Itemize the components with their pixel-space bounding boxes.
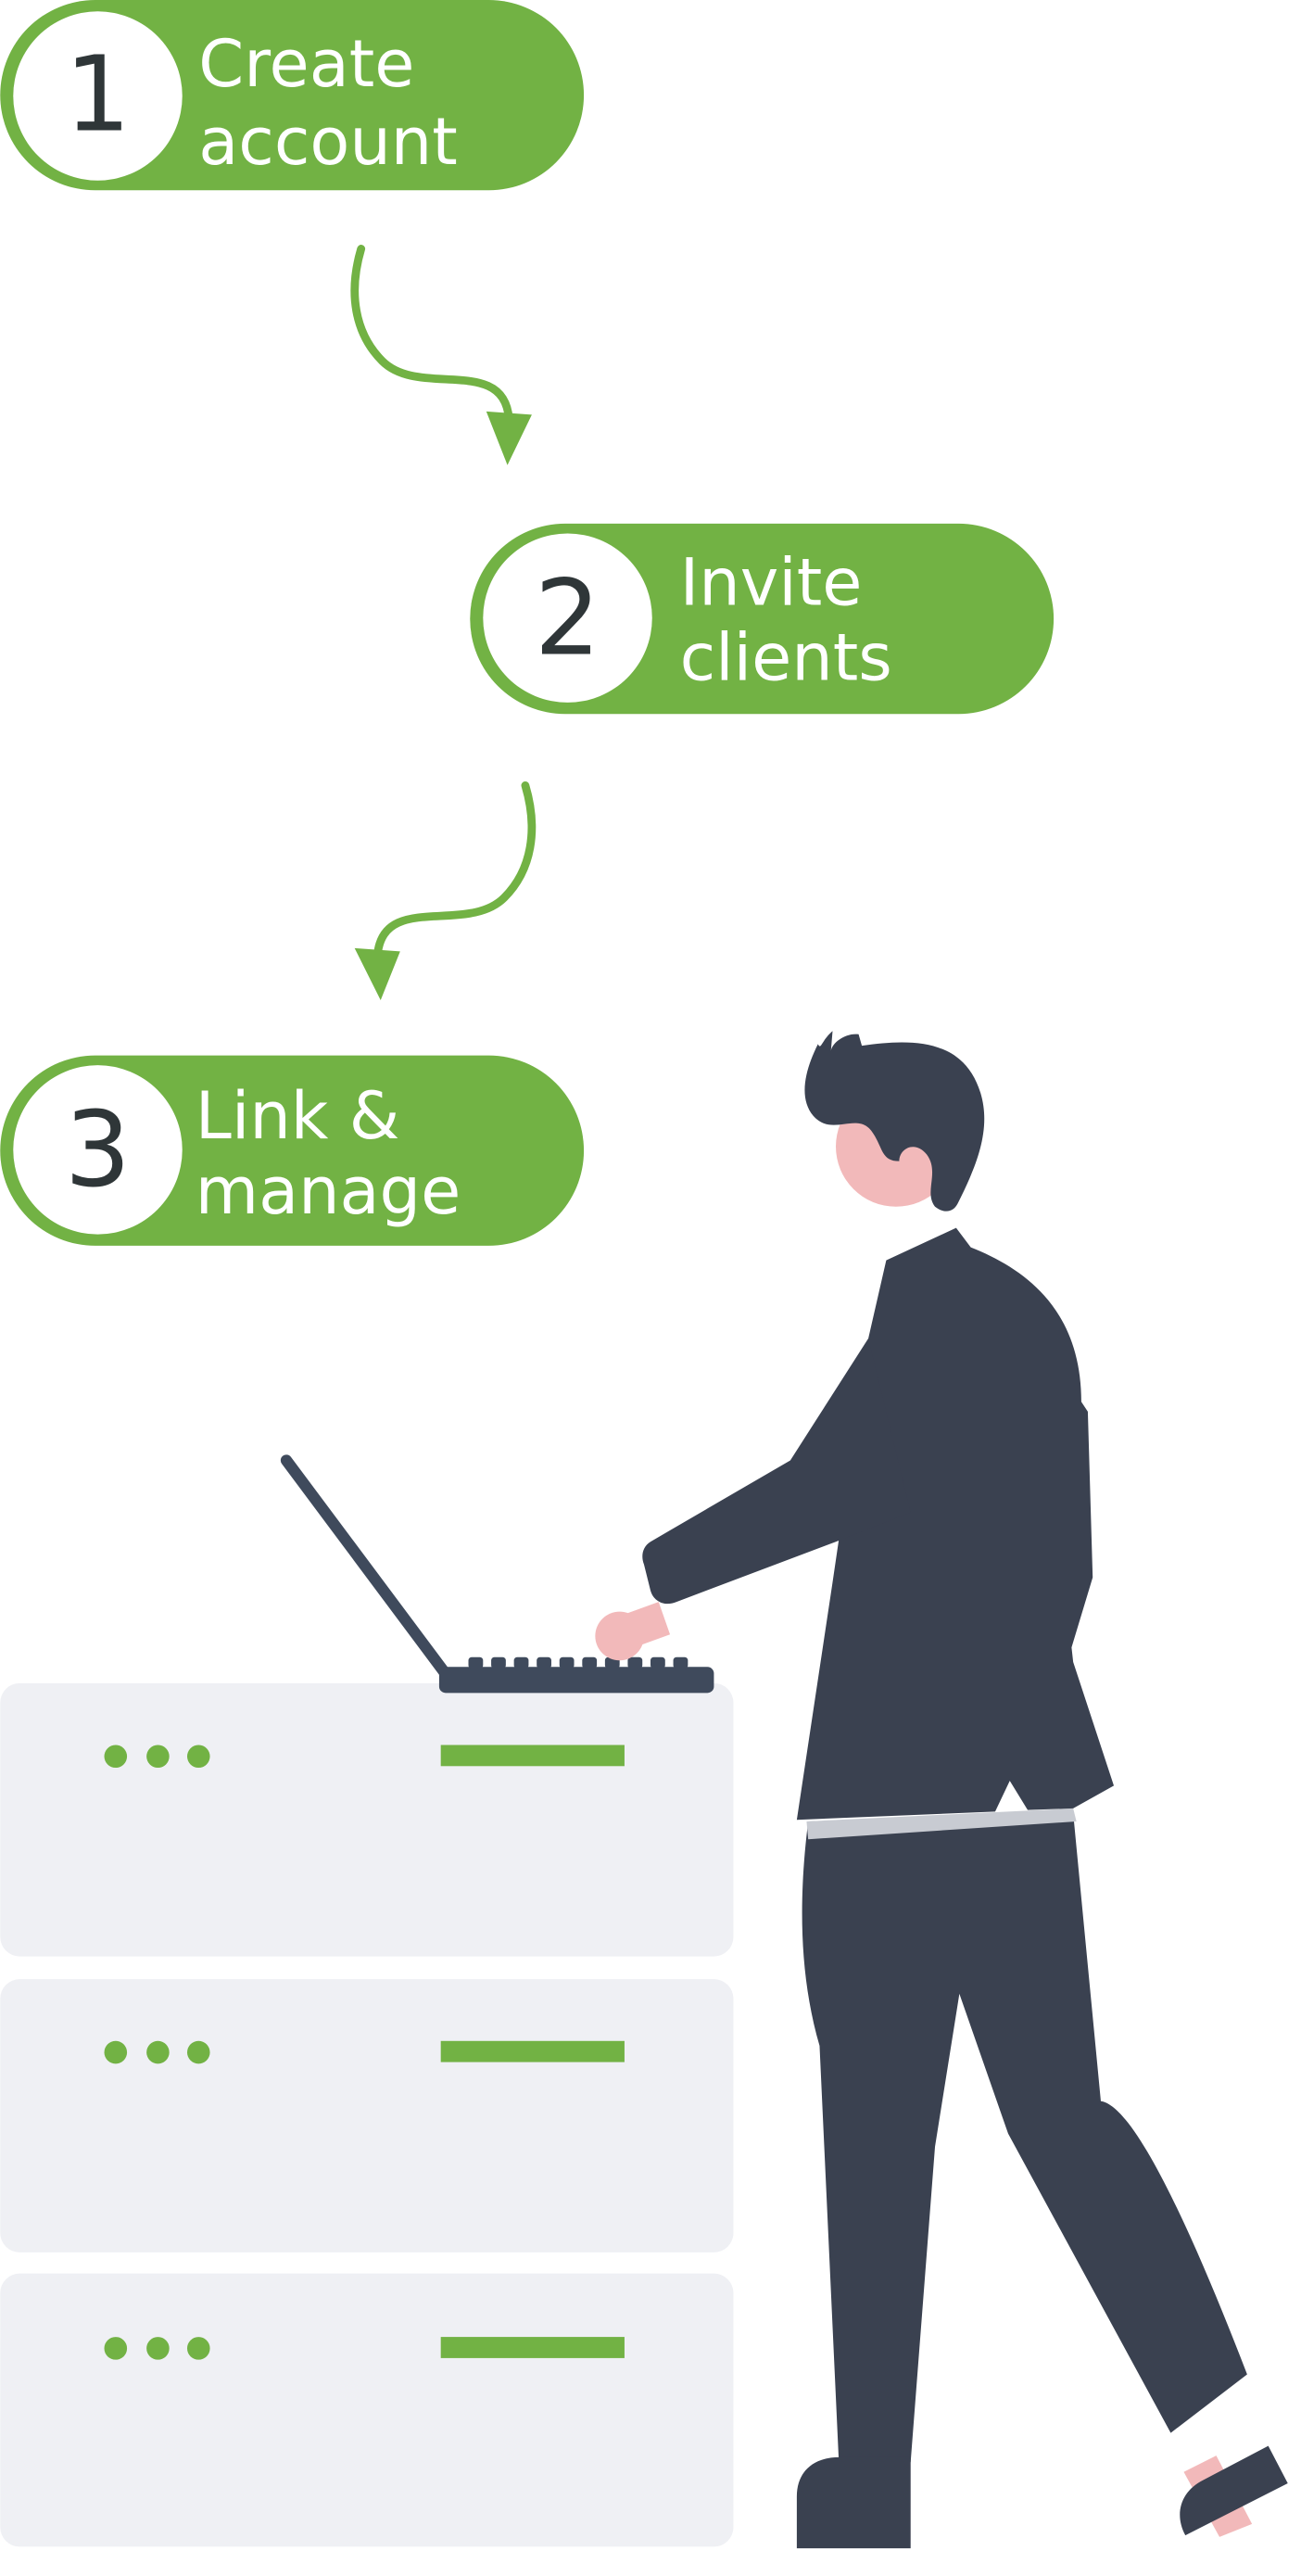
step-3-label-line2: manage	[196, 1153, 461, 1229]
step-1-number: 1	[65, 34, 131, 155]
step-2-number-circle	[483, 533, 652, 703]
step-2-label-line1: Invite	[680, 545, 863, 621]
step-1-pill: 1 Create account	[0, 0, 585, 191]
step-3-pill: 3 Link & manage	[0, 1055, 585, 1246]
server-rack	[0, 1682, 734, 2547]
server-unit	[0, 1979, 734, 2252]
step-3-number: 3	[65, 1090, 131, 1211]
step-2-number: 2	[535, 558, 600, 679]
step-1-label-line1: Create	[198, 26, 414, 102]
laptop	[280, 1454, 714, 1694]
step-3-number-circle	[13, 1065, 183, 1235]
server-unit	[0, 1682, 734, 1957]
step-1-number-circle	[13, 11, 183, 181]
curved-arrow-icon	[354, 780, 537, 1000]
step-2-pill: 2 Invite clients	[470, 523, 1055, 715]
server-unit	[0, 2273, 734, 2547]
person-illustration	[595, 1031, 1288, 2549]
step-1-label-line2: account	[198, 104, 458, 180]
step-2-label-line2: clients	[680, 619, 892, 695]
step-3-label-line1: Link &	[196, 1078, 400, 1154]
curved-arrow-icon	[350, 245, 532, 465]
